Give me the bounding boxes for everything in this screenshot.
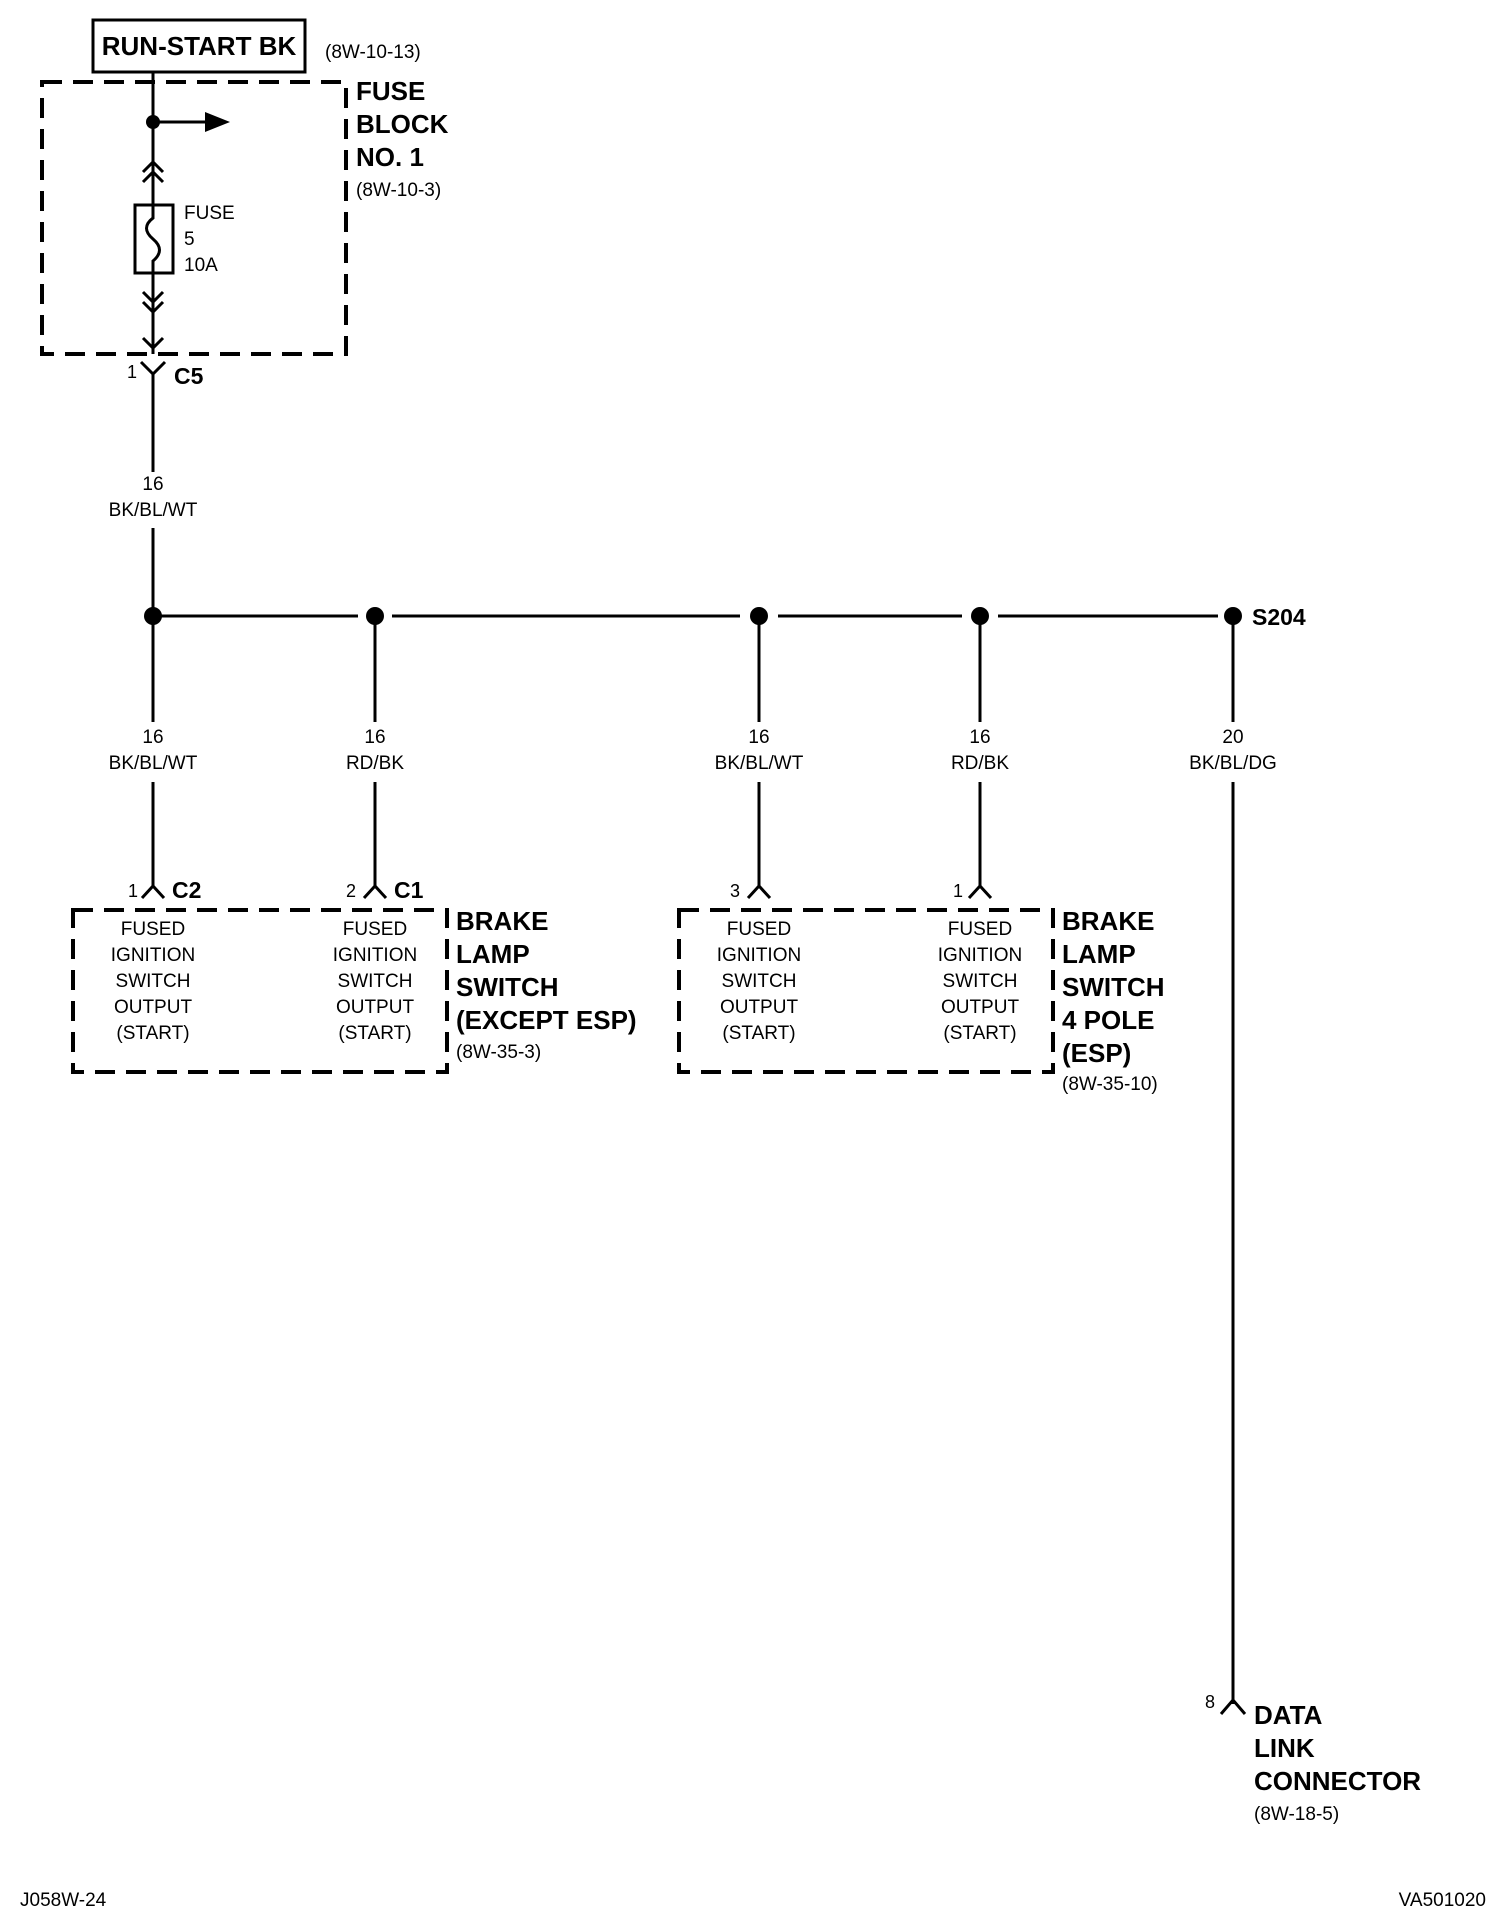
terminal-text-line: OUTPUT — [720, 997, 799, 1018]
branch-color: BK/BL/WT — [109, 753, 198, 774]
footer-right: VA501020 — [1399, 1890, 1486, 1911]
connector-pin-icon — [362, 883, 388, 900]
fuse-block-title-line-1: FUSE — [356, 76, 425, 106]
fuse-squiggle-icon — [145, 205, 161, 273]
branch-gauge: 16 — [142, 727, 163, 748]
terminal-text-line: SWITCH — [943, 971, 1018, 992]
terminal-text-line: SWITCH — [722, 971, 797, 992]
terminal-text-line: OUTPUT — [114, 997, 193, 1018]
splice-label: S204 — [1252, 604, 1306, 630]
terminal-text-line: (START) — [722, 1023, 795, 1044]
connector-pin-icon — [746, 883, 772, 900]
branch-pin: 1 — [128, 881, 138, 901]
branch-gauge: 16 — [748, 727, 769, 748]
fuse-block-title-line-2: BLOCK — [356, 109, 449, 139]
terminal-text-line: SWITCH — [116, 971, 191, 992]
main-wire-gauge: 16 — [142, 474, 163, 495]
run-start-label: RUN-START BK — [102, 31, 297, 61]
c5-connector-icon — [139, 360, 167, 377]
main-wire-color: BK/BL/WT — [109, 500, 198, 521]
terminal-text-line: (START) — [338, 1023, 411, 1044]
brake-switch-esp-title-line-2: LAMP — [1062, 939, 1136, 969]
brake-switch-except-esp-title-line-4: (EXCEPT ESP) — [456, 1005, 637, 1035]
branch-pin: 2 — [346, 881, 356, 901]
connector-pin-icon — [967, 883, 993, 900]
brake-switch-esp-title-line-3: SWITCH — [1062, 972, 1165, 1002]
fuse-lower-chevron-2-icon — [141, 300, 165, 315]
brake-switch-except-esp-title-line-3: SWITCH — [456, 972, 559, 1002]
fuse-lower-chevron-icon — [141, 290, 165, 305]
terminal-text-line: SWITCH — [338, 971, 413, 992]
data-link-ref: (8W-18-5) — [1254, 1804, 1339, 1825]
branch-connector: C2 — [172, 877, 201, 903]
fuse-upper-chevron-icon — [141, 159, 165, 174]
terminal-text-line: IGNITION — [333, 945, 417, 966]
fuse-block-title-line-3: NO. 1 — [356, 142, 424, 172]
branch-pin: 3 — [730, 881, 740, 901]
terminal-text-line: IGNITION — [111, 945, 195, 966]
data-link-title-line-2: LINK — [1254, 1733, 1315, 1763]
fuse-label-line-1: FUSE — [184, 203, 235, 224]
run-start-ref: (8W-10-13) — [325, 42, 421, 63]
terminal-text-line: (START) — [943, 1023, 1016, 1044]
arrow-right-icon — [205, 112, 230, 132]
branch-color: BK/BL/WT — [715, 753, 804, 774]
brake-switch-except-esp-outline — [71, 908, 449, 1074]
terminal-text-line: FUSED — [121, 919, 185, 940]
footer-left: J058W-24 — [20, 1890, 107, 1911]
terminal-text-line: FUSED — [343, 919, 407, 940]
c5-connector-label: C5 — [174, 363, 204, 389]
terminal-text-line: IGNITION — [717, 945, 801, 966]
terminal-text-line: OUTPUT — [336, 997, 415, 1018]
brake-switch-except-esp-ref: (8W-35-3) — [456, 1042, 541, 1063]
terminal-text-line: (START) — [116, 1023, 189, 1044]
branch-pin: 1 — [953, 881, 963, 901]
fuse-upper-chevron-2-icon — [141, 169, 165, 184]
terminal-text-line: FUSED — [948, 919, 1012, 940]
c5-pin: 1 — [127, 362, 137, 382]
brake-switch-esp-title-line-5: (ESP) — [1062, 1038, 1131, 1068]
branch-color: BK/BL/DG — [1189, 753, 1277, 774]
connector-pin-icon — [1219, 1697, 1247, 1715]
fuse-label-line-2: 5 — [184, 229, 195, 250]
terminal-text-line: IGNITION — [938, 945, 1022, 966]
run-start-box — [91, 18, 307, 74]
branch-pin: 8 — [1205, 1692, 1215, 1712]
brake-switch-esp-outline — [677, 908, 1055, 1074]
branch-color: RD/BK — [346, 753, 404, 774]
brake-switch-esp-title-line-1: BRAKE — [1062, 906, 1154, 936]
brake-switch-except-esp-title-line-1: BRAKE — [456, 906, 548, 936]
terminal-text-line: FUSED — [727, 919, 791, 940]
branch-gauge: 16 — [969, 727, 990, 748]
data-link-title-line-3: CONNECTOR — [1254, 1766, 1421, 1796]
brake-switch-except-esp-title-line-2: LAMP — [456, 939, 530, 969]
branch-color: RD/BK — [951, 753, 1009, 774]
branch-gauge: 20 — [1222, 727, 1243, 748]
fuse-block-outline — [40, 80, 348, 356]
brake-switch-esp-title-line-4: 4 POLE — [1062, 1005, 1154, 1035]
brake-switch-esp-ref: (8W-35-10) — [1062, 1074, 1158, 1095]
branch-connector: C1 — [394, 877, 424, 903]
fuse-block-ref: (8W-10-3) — [356, 180, 441, 201]
terminal-text-line: OUTPUT — [941, 997, 1020, 1018]
fuse-lower-chevron-3-icon — [141, 336, 165, 351]
connector-pin-icon — [140, 883, 166, 900]
fuse-label-line-3: 10A — [184, 255, 218, 276]
data-link-title-line-1: DATA — [1254, 1700, 1323, 1730]
branch-gauge: 16 — [364, 727, 385, 748]
